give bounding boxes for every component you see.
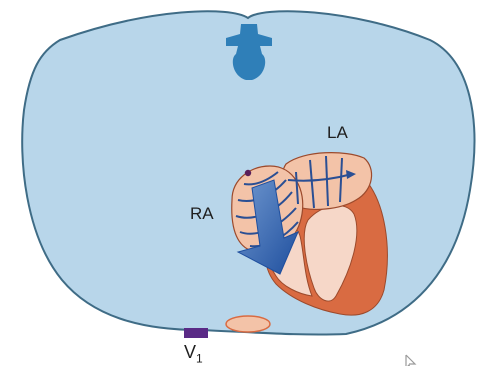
v1-label: V1 <box>184 342 203 366</box>
v1-number: 1 <box>196 352 203 366</box>
v1-letter: V <box>184 342 196 362</box>
la-label: LA <box>327 123 348 143</box>
mouse-cursor-icon <box>406 355 415 366</box>
v1-electrode <box>184 328 208 338</box>
ra-label: RA <box>190 204 214 224</box>
chest-wall-oval <box>226 316 270 332</box>
sinus-node <box>245 170 251 176</box>
